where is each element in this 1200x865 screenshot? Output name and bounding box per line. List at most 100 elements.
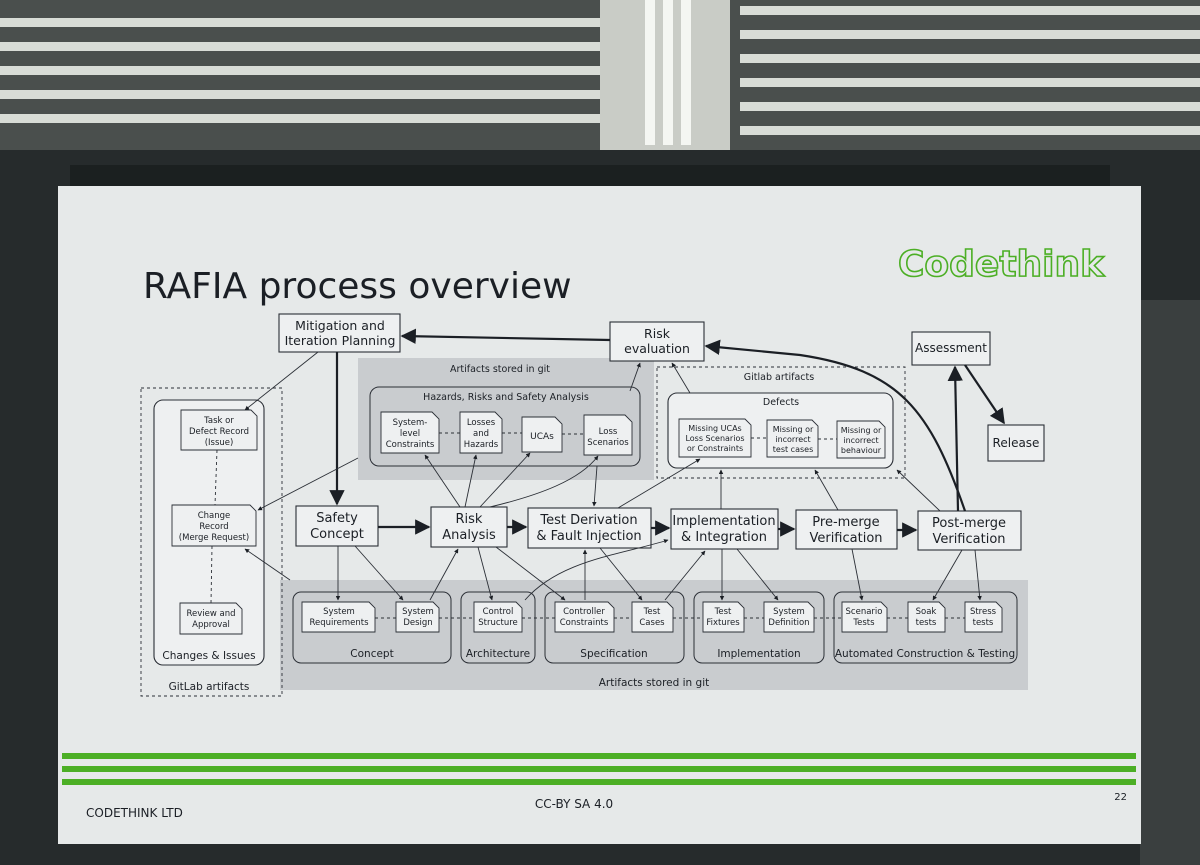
- footer-license: CC-BY SA 4.0: [535, 797, 613, 811]
- doc-text: Scenarios: [587, 438, 629, 448]
- pre-merge-line-1: Pre-merge: [812, 515, 879, 530]
- doc-text: and: [473, 429, 489, 439]
- doc-text: Cases: [639, 618, 665, 628]
- doc-text: Design: [403, 618, 432, 628]
- git-top-label: Artifacts stored in git: [450, 364, 550, 375]
- risk-evaluation-box: Risk evaluation: [609, 321, 705, 362]
- pre-merge-box: Pre-merge Verification: [795, 509, 898, 550]
- release-box: Release: [987, 424, 1045, 462]
- concept-label: Concept: [350, 648, 393, 660]
- safety-concept-line-1: Safety: [316, 511, 358, 526]
- assessment-box: Assessment: [911, 331, 991, 366]
- post-merge-line-1: Post-merge: [932, 516, 1006, 531]
- implementation-integration-line-1: Implementation: [672, 514, 775, 529]
- system-definition-doc: System Definition: [763, 601, 815, 633]
- specification-label: Specification: [580, 648, 647, 660]
- system-level-constraints-doc: System- level Constraints: [380, 411, 440, 454]
- doc-text: Task or: [203, 416, 234, 426]
- release-label: Release: [993, 436, 1040, 450]
- missing-test-cases-doc: Missing or incorrect test cases: [766, 419, 819, 458]
- doc-text: Loss Scenarios: [685, 434, 744, 443]
- missing-ucas-doc: Missing UCAs Loss Scenarios or Constrain…: [678, 418, 752, 458]
- doc-text: Tests: [852, 618, 875, 628]
- changes-issues-label: Changes & Issues: [162, 650, 255, 662]
- footer-stripe-3: [62, 779, 1136, 785]
- stress-tests-doc: Stress tests: [964, 601, 1003, 633]
- footer-stripe-2: [62, 766, 1136, 772]
- slide-title: RAFIA process overview: [143, 266, 572, 307]
- doc-text: tests: [973, 618, 994, 628]
- doc-text: Hazards: [464, 440, 499, 450]
- safety-concept-box: Safety Concept: [295, 505, 379, 547]
- wall-panel: [1140, 300, 1200, 865]
- doc-text: Fixtures: [706, 618, 740, 628]
- doc-text: Requirements: [309, 618, 369, 628]
- doc-text: Change: [198, 511, 231, 521]
- test-cases-doc: Test Cases: [631, 601, 674, 633]
- control-structure-doc: Control Structure: [473, 601, 523, 633]
- review-approval-doc: Review and Approval: [179, 602, 243, 635]
- doc-text: test cases: [773, 445, 813, 454]
- page-number: 22: [1114, 792, 1127, 803]
- safety-concept-line-2: Concept: [310, 527, 364, 542]
- doc-text: Controller: [563, 607, 605, 617]
- risk-evaluation-line-2: evaluation: [624, 341, 690, 356]
- system-requirements-doc: System Requirements: [301, 601, 376, 633]
- doc-text: level: [400, 429, 420, 439]
- codethink-logo: Codethink: [898, 244, 1105, 285]
- mitigation-line-2: Iteration Planning: [285, 333, 396, 348]
- doc-text: Test: [714, 607, 732, 617]
- doc-text: incorrect: [775, 435, 810, 444]
- doc-text: Definition: [768, 618, 809, 628]
- ucas-doc: UCAs: [521, 416, 563, 453]
- controller-constraints-doc: Controller Constraints: [554, 601, 615, 633]
- post-merge-box: Post-merge Verification: [917, 510, 1022, 551]
- doc-text: Record: [199, 522, 228, 532]
- defects-group-label: Defects: [763, 397, 799, 408]
- doc-text: Scenario: [846, 607, 883, 617]
- doc-dashed-links: [210, 432, 965, 619]
- doc-text: Defect Record: [189, 427, 249, 437]
- footer-stripe-1: [62, 753, 1136, 759]
- mitigation-box: Mitigation and Iteration Planning: [278, 313, 401, 353]
- losses-hazards-doc: Losses and Hazards: [459, 411, 503, 454]
- implementation-label: Implementation: [717, 648, 800, 660]
- doc-text: Loss: [599, 427, 618, 437]
- doc-text: System: [773, 607, 805, 617]
- test-fixtures-doc: Test Fixtures: [702, 601, 745, 633]
- doc-text: System-: [393, 418, 428, 428]
- hazards-group-label: Hazards, Risks and Safety Analysis: [423, 392, 589, 403]
- doc-text: tests: [916, 618, 937, 628]
- risk-analysis-box: Risk Analysis: [430, 506, 508, 548]
- doc-text: Constraints: [560, 618, 609, 628]
- gitlab-artifacts-left-region: [140, 387, 283, 697]
- doc-text: System: [323, 607, 355, 617]
- implementation-integration-line-2: & Integration: [681, 530, 767, 545]
- implementation-integration-box: Implementation & Integration: [670, 508, 779, 550]
- main-flow-arrows: [329, 328, 1005, 538]
- architecture-label: Architecture: [466, 648, 530, 660]
- post-merge-line-2: Verification: [932, 532, 1005, 547]
- doc-text: Soak: [916, 607, 937, 617]
- doc-text: Approval: [192, 620, 230, 630]
- doc-text: UCAs: [530, 432, 554, 442]
- doc-text: Structure: [478, 618, 518, 628]
- doc-text: (Issue): [205, 438, 234, 448]
- scenario-tests-doc: Scenario Tests: [841, 601, 888, 633]
- doc-text: Missing UCAs: [688, 424, 741, 433]
- doc-text: Constraints: [386, 440, 435, 450]
- assessment-label: Assessment: [915, 341, 987, 355]
- git-bottom-label: Artifacts stored in git: [599, 677, 710, 689]
- doc-text: incorrect: [843, 436, 878, 445]
- doc-text: behaviour: [841, 446, 882, 455]
- mitigation-line-1: Mitigation and: [295, 318, 385, 333]
- gitlab-top-label: Gitlab artifacts: [744, 372, 814, 383]
- change-record-doc: Change Record (Merge Request): [171, 504, 257, 547]
- system-design-doc: System Design: [395, 601, 440, 633]
- soak-tests-doc: Soak tests: [907, 601, 946, 633]
- test-derivation-box: Test Derivation & Fault Injection: [527, 507, 652, 549]
- pre-merge-line-2: Verification: [809, 531, 882, 546]
- gitlab-left-label: GitLab artifacts: [169, 681, 250, 693]
- gitlab-artifacts-top-region: [656, 366, 906, 479]
